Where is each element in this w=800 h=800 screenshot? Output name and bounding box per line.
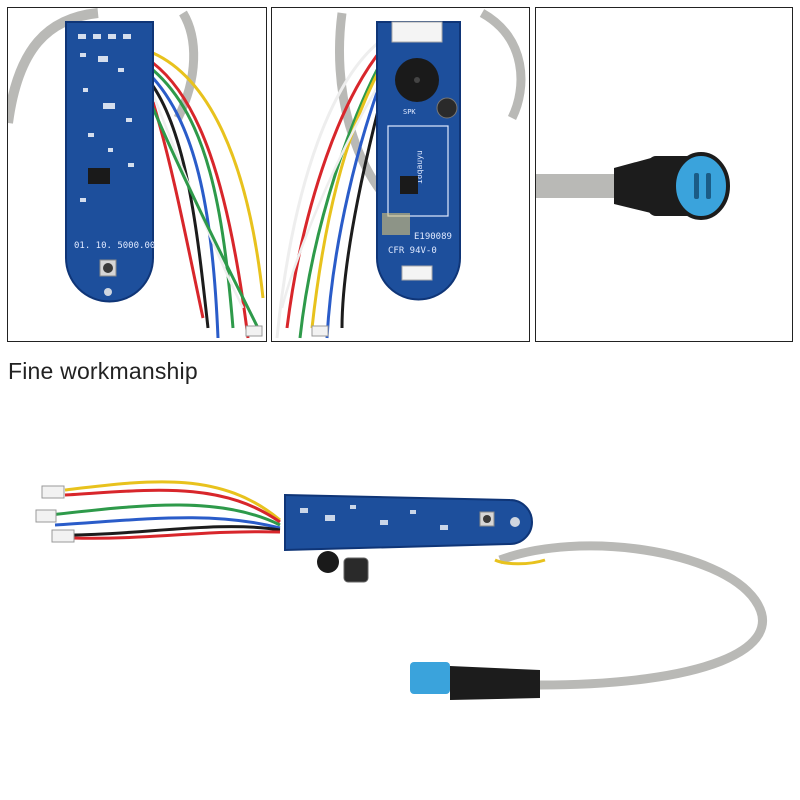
board-back-panel: SPK ioqauyu E190089 CFR 94V-0 [271, 7, 530, 342]
bt-module [387, 125, 449, 217]
connector-strain-relief [614, 158, 651, 213]
twisted-wires [494, 558, 546, 566]
gray-cable [498, 541, 767, 690]
wire-header [391, 21, 443, 43]
connector-head [410, 662, 450, 694]
buzzer-hole [414, 77, 420, 83]
pcb-mount-hole [510, 517, 520, 527]
wire-bundle [49, 480, 281, 540]
connector-pin [706, 173, 711, 199]
pcb-button-cap [103, 263, 113, 273]
capacitor [436, 97, 458, 119]
wire-bundle [151, 51, 265, 339]
pcb-silk-value: 01. 10. 5000.00 [74, 241, 155, 251]
spk-label: SPK [403, 108, 416, 116]
pcb-board [284, 493, 533, 552]
capacitor [343, 557, 369, 583]
bottom-connector [401, 265, 433, 281]
gray-cable [8, 8, 99, 124]
board-front-photo: 01. 10. 5000.00 [8, 8, 265, 339]
small-connector [41, 485, 65, 499]
gray-cable [536, 174, 616, 198]
board-back-photo: SPK ioqauyu E190089 CFR 94V-0 [275, 9, 526, 339]
board-front-panel: 01. 10. 5000.00 [7, 7, 267, 342]
connector-photo [536, 152, 730, 220]
connector-body [450, 666, 540, 700]
connector-closeup-panel [535, 7, 793, 342]
pcb-components [300, 505, 448, 530]
antenna [382, 213, 410, 235]
buzzer [317, 551, 339, 573]
small-connector [35, 509, 57, 523]
pcb-mount-hole [104, 288, 112, 296]
connector-pin [694, 173, 699, 199]
pcb-components [78, 34, 134, 202]
caption-text: Fine workmanship [8, 358, 198, 384]
product-photo [35, 480, 767, 700]
small-connector [51, 529, 75, 543]
gray-cable-right [479, 9, 526, 121]
pcb-chip [88, 168, 110, 184]
connector-face [672, 152, 730, 220]
wire-connector [311, 325, 329, 337]
bt-chip [400, 176, 418, 194]
board-code: E190089 [414, 232, 452, 242]
pcb-button-cap [483, 515, 491, 523]
wire-connector [245, 325, 263, 337]
brand-mark: ioqauyu [415, 150, 424, 184]
board-cert: CFR 94V-0 [388, 246, 437, 256]
